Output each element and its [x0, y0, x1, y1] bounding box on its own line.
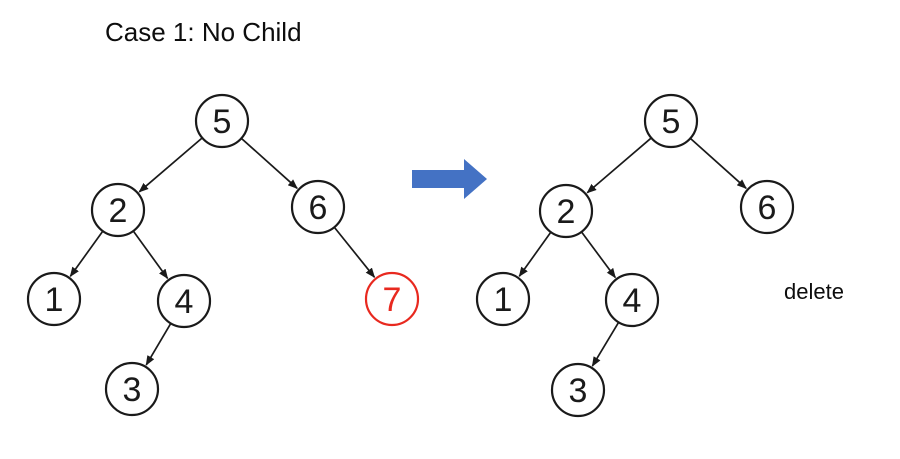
tree-edge-5-to-6 [689, 137, 747, 189]
node-circle [364, 271, 420, 327]
trees-layer: 5 2 6 1 4 7 3 5 2 6 1 4 3 [26, 93, 795, 418]
node-value: 7 [383, 281, 402, 319]
node-value: 1 [494, 281, 513, 319]
node-circle [290, 179, 346, 235]
transform-arrow-icon [412, 159, 487, 199]
tree-edge-2-to-1 [69, 230, 104, 278]
tree-edge-4-to-3 [145, 322, 172, 366]
tree-edge-5-to-2 [138, 137, 203, 193]
node-value: 6 [309, 189, 328, 227]
node-value: 6 [758, 189, 777, 227]
tree-edge-5-to-6 [240, 137, 298, 189]
node-value: 3 [569, 372, 588, 410]
tree-edge-5-to-2 [586, 137, 652, 194]
node-value: 2 [557, 193, 576, 231]
node-value: 2 [109, 192, 128, 230]
node-circle [156, 273, 212, 329]
tree-edge-6-to-7 [333, 226, 376, 278]
node-circle [604, 272, 660, 328]
tree-edge-4-to-3 [591, 321, 620, 367]
tree-node-before-2: 2 [90, 182, 146, 238]
tree-node-after-3: 3 [550, 362, 606, 418]
node-circle [194, 93, 250, 149]
node-circle [90, 182, 146, 238]
tree-node-after-4: 4 [604, 272, 660, 328]
node-circle [538, 183, 594, 239]
node-circle [26, 271, 82, 327]
tree-edge-2-to-4 [580, 231, 617, 279]
node-value: 1 [45, 281, 64, 319]
node-value: 4 [623, 282, 642, 320]
node-value: 4 [175, 283, 194, 321]
node-circle [739, 179, 795, 235]
tree-node-before-4: 4 [156, 273, 212, 329]
tree-edge-2-to-1 [518, 231, 552, 278]
tree-after-deletion: 5 2 6 1 4 3 [475, 93, 795, 418]
tree-node-before-7: 7 [364, 271, 420, 327]
tree-node-before-1: 1 [26, 271, 82, 327]
page-title: Case 1: No Child [105, 17, 302, 47]
node-value: 3 [123, 371, 142, 409]
node-circle [475, 271, 531, 327]
tree-edge-2-to-4 [132, 230, 169, 280]
node-value: 5 [213, 103, 232, 141]
node-circle [104, 361, 160, 417]
tree-before-deletion: 5 2 6 1 4 7 3 [26, 93, 420, 417]
tree-node-before-5: 5 [194, 93, 250, 149]
tree-node-after-2: 2 [538, 183, 594, 239]
node-circle [643, 93, 699, 149]
tree-node-after-1: 1 [475, 271, 531, 327]
tree-node-after-5: 5 [643, 93, 699, 149]
node-circle [550, 362, 606, 418]
tree-node-after-6: 6 [739, 179, 795, 235]
node-value: 5 [662, 103, 681, 141]
tree-node-before-6: 6 [290, 179, 346, 235]
tree-node-before-3: 3 [104, 361, 160, 417]
delete-label: delete [784, 279, 844, 304]
